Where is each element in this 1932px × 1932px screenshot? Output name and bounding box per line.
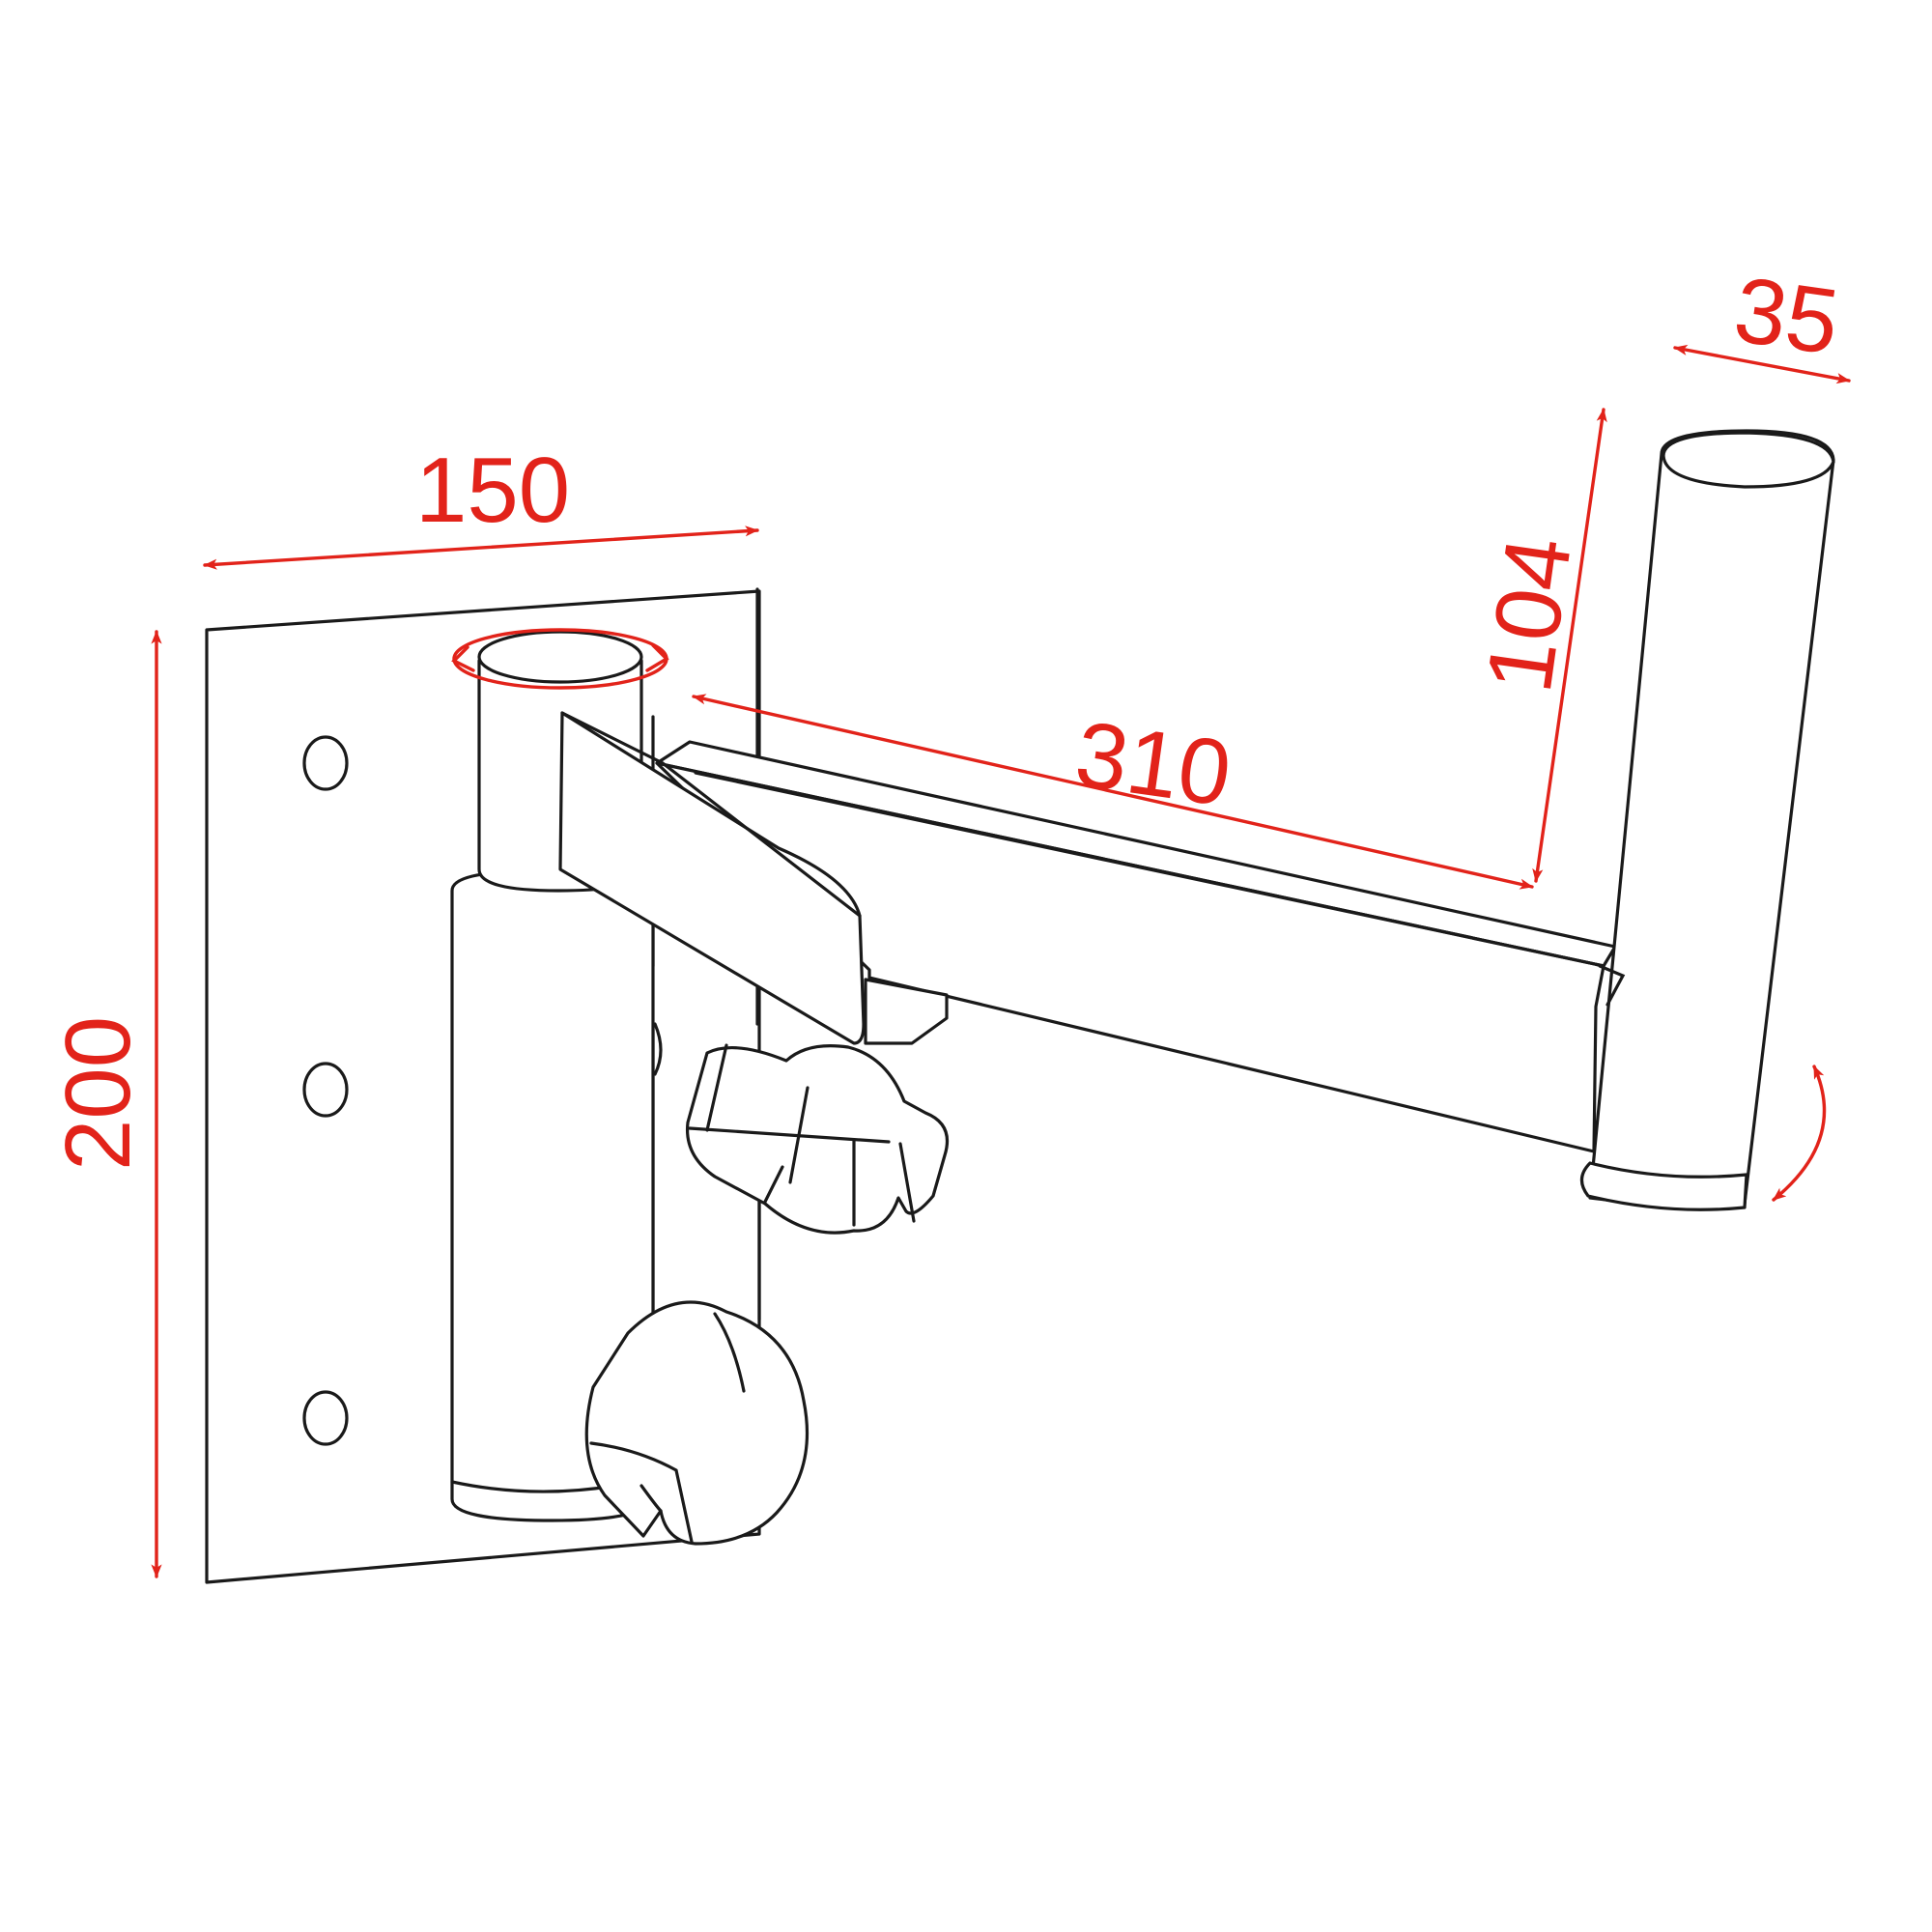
pole-bottom-cap xyxy=(1579,1161,1748,1211)
upper-knob-ridges xyxy=(688,1043,916,1227)
pole-arm-junction xyxy=(1598,964,1626,1007)
upper-tightening-knob xyxy=(685,1044,950,1235)
tube-side-slot xyxy=(653,1022,663,1076)
upper-tube-top-opening xyxy=(477,630,643,684)
plate-width-label: 150 xyxy=(415,439,570,542)
pole-diameter-label: 35 xyxy=(1728,258,1845,375)
lower-knob-ridges xyxy=(589,1312,746,1544)
plate-height-label: 200 xyxy=(46,1016,150,1171)
dimension-annotations: 150 200 310 104 35 xyxy=(46,258,1851,1578)
mounting-hole-top xyxy=(302,735,349,791)
arm-length-arrow xyxy=(692,694,1534,890)
mounting-hole-bottom xyxy=(302,1390,349,1446)
lower-tightening-knob xyxy=(584,1300,810,1546)
tube-rotation-arrowheads xyxy=(451,643,669,672)
pole-top-cap xyxy=(1662,431,1835,489)
plate-width-arrow xyxy=(203,526,759,570)
pole-diameter-arrow xyxy=(1673,344,1851,384)
pole-height-arrow xyxy=(1532,408,1607,883)
mounting-hole-middle xyxy=(302,1062,349,1118)
bracket-line-art xyxy=(205,429,1835,1584)
speaker-pole xyxy=(1588,429,1835,1207)
arm-collar-block xyxy=(864,978,949,1045)
arm-length-label: 310 xyxy=(1069,702,1237,826)
pole-rotation-arrow xyxy=(1772,1065,1827,1202)
pole-height-label: 104 xyxy=(1467,530,1591,698)
